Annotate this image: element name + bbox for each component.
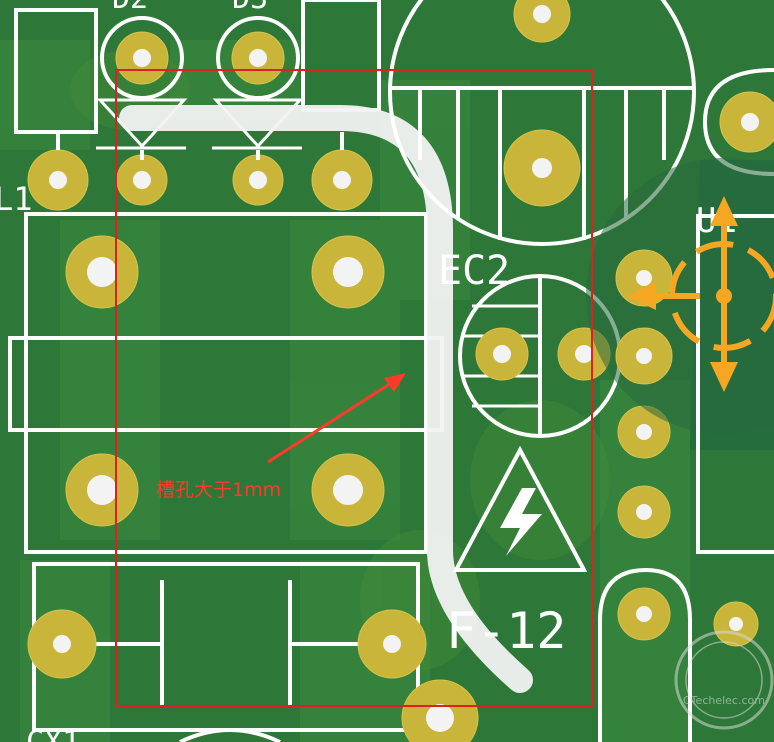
milling-slot — [119, 105, 533, 693]
transformer-footprint — [8, 212, 444, 554]
annotation-arrow — [267, 373, 406, 464]
watermark-text: CTechelec.com — [683, 694, 765, 707]
pad-row-top — [27, 132, 373, 211]
annotation-text: 槽孔大于1mm — [156, 479, 281, 501]
highlight-box — [115, 69, 593, 707]
d2-label: D2 — [112, 0, 148, 16]
move-gizmo-icon[interactable] — [626, 196, 774, 392]
capacitor-large-top — [388, 0, 696, 246]
watermark-logo: CTechelec.com — [674, 630, 774, 730]
cx1-label: CX1 — [26, 725, 80, 742]
capacitor-cx1 — [27, 562, 479, 742]
pad-column-right — [598, 405, 759, 742]
partial-outline-bottom — [179, 728, 281, 742]
ec2-label: EC2 — [438, 248, 510, 294]
d3-label: D3 — [232, 0, 268, 16]
high-voltage-warning-icon — [452, 445, 588, 572]
l1-label: L1 — [0, 180, 33, 218]
f12-label: F-12 — [446, 602, 566, 660]
